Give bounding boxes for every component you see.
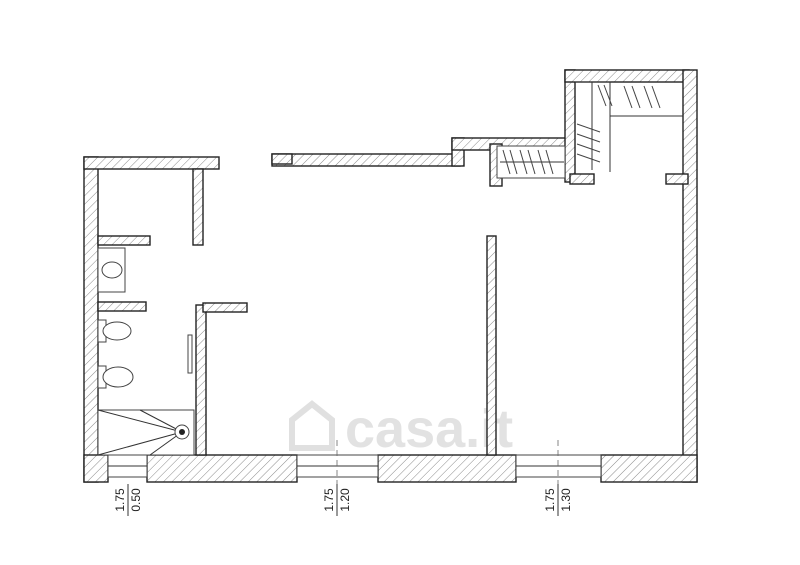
shower [97,409,195,456]
wall-right-jamb [665,173,689,185]
window-living [296,454,379,478]
wall-right [682,69,698,483]
dimension-opening-3-width: 1.75 [543,488,557,512]
wall-bath-partition [192,168,204,246]
dimension-opening-2-width: 1.75 [322,488,336,512]
window-bathroom [107,454,148,478]
watermark-text: casa.it [345,399,513,459]
dimension-opening-1-width: 1.75 [113,488,127,512]
watermark-house-icon [289,400,335,451]
toilet [97,365,134,389]
wall-bottom-1 [83,454,109,483]
wall-bath-door-stub [202,302,248,313]
bottom-walls [83,454,698,483]
wall-closet-bottom [569,173,595,185]
interior-walls [97,153,497,456]
wall-stub-top [271,153,293,165]
wall-sink-bottom [97,301,147,312]
watermark: casa.it [289,399,513,459]
wall-bottom-2 [146,454,298,483]
wall-bottom-4 [600,454,698,483]
wall-top-middle [271,153,461,167]
wall-left [83,156,99,483]
window-bedroom [515,454,602,478]
wall-bottom-3 [377,454,517,483]
wall-bath-partition-lower [195,304,207,456]
sliding-door [187,334,193,374]
closet-left [496,145,566,179]
closet-corner [575,81,683,172]
dimension-opening-1-height: 0.50 [129,488,143,512]
wall-tower-left [564,69,576,183]
wall-top-left [83,156,220,170]
dimension-opening-3: 1.75 1.30 [543,484,573,516]
sink [97,247,126,293]
dimension-opening-1: 1.75 0.50 [113,484,143,516]
wall-tower-top [564,69,690,83]
wall-room-divider [486,235,497,456]
bidet [97,319,132,343]
windows [107,440,602,490]
wall-sink-top [97,235,151,246]
bathroom-fixtures [97,247,195,456]
dimension-opening-3-height: 1.30 [559,488,573,512]
dimension-opening-2-height: 1.20 [338,488,352,512]
opening-dimensions: 1.75 0.50 1.75 1.20 1.75 1.30 [113,484,573,516]
dimension-opening-2: 1.75 1.20 [322,484,352,516]
